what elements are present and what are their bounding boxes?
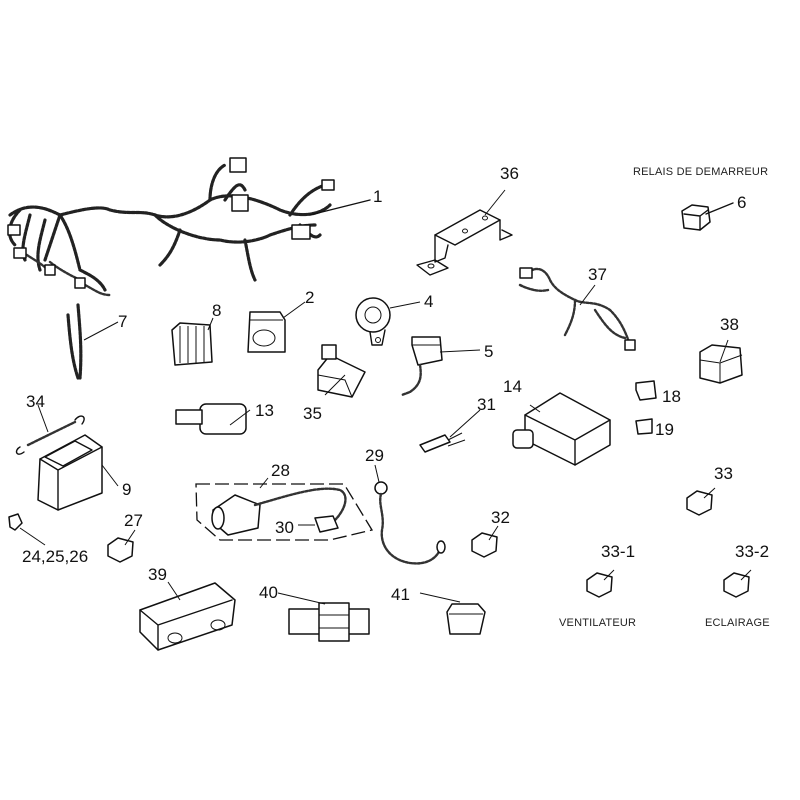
ecu-part-14 (512, 392, 611, 466)
cables-part-7 (66, 303, 119, 380)
module-part-2 (247, 301, 306, 353)
callout-37: 37 (588, 265, 607, 284)
sub-harness-part-37 (518, 267, 636, 351)
callout-24-25-26: 24,25,26 (22, 547, 89, 566)
fuse-link-part-34 (15, 404, 85, 455)
starter-cable-terminal-part-30 (298, 515, 339, 533)
callout-8: 8 (212, 301, 222, 320)
relay-part-32 (471, 525, 499, 558)
callout-13: 13 (255, 401, 274, 420)
callout-2: 2 (305, 288, 315, 307)
clip-part-19 (635, 418, 653, 435)
callout-33: 33 (714, 464, 733, 483)
sensor-lead-part-29 (374, 464, 446, 565)
horn-part-4 (355, 297, 421, 346)
callout-34: 34 (26, 392, 45, 411)
callout-7: 7 (118, 312, 128, 331)
relay-part-33 (686, 487, 716, 516)
callout-18: 18 (662, 387, 681, 406)
sensor-probe-part-31 (419, 409, 481, 453)
sensor-part-5 (400, 336, 481, 397)
callout-14: 14 (503, 377, 522, 396)
relay-part-38 (699, 339, 743, 384)
fuse-box-part-39 (139, 581, 236, 651)
callout-9: 9 (122, 480, 132, 499)
fuse-holder-part-24 (8, 513, 46, 546)
callout-40: 40 (259, 583, 278, 602)
callout-41: 41 (391, 585, 410, 604)
caption-lighting: ECLAIRAGE (705, 617, 770, 629)
clip-part-18 (635, 380, 657, 401)
callout-5: 5 (484, 342, 494, 361)
callout-1: 1 (373, 187, 383, 206)
callout-36: 36 (500, 164, 519, 183)
cap-part-41 (419, 592, 486, 635)
starter-motor-part-28 (195, 477, 374, 541)
battery-part-9 (37, 434, 119, 511)
callout-31: 31 (477, 395, 496, 414)
relay-part-27 (107, 529, 136, 563)
callout-6: 6 (737, 193, 747, 212)
starter-relay-part-6 (681, 202, 734, 231)
callout-38: 38 (720, 315, 739, 334)
bracket-part-36 (416, 189, 513, 276)
caption-starter-relay: RELAIS DE DEMARREUR (633, 166, 769, 178)
callout-35: 35 (303, 404, 322, 423)
coupler-part-40 (277, 592, 370, 642)
callout-28: 28 (271, 461, 290, 480)
caption-fan: VENTILATEUR (559, 617, 637, 629)
callout-30: 30 (275, 518, 294, 537)
relay-part-33-2 (723, 569, 752, 598)
relay-box-part-35 (317, 344, 366, 398)
callout-27: 27 (124, 511, 143, 530)
callout-33-2: 33-2 (735, 542, 770, 561)
main-wiring-harness-part-1 (7, 157, 371, 297)
callout-32: 32 (491, 508, 510, 527)
callout-4: 4 (424, 292, 434, 311)
callout-29: 29 (365, 446, 384, 465)
callout-33-1: 33-1 (601, 542, 636, 561)
callout-19: 19 (655, 420, 674, 439)
regulator-part-8 (171, 317, 214, 366)
relay-part-33-1 (586, 569, 615, 598)
callout-39: 39 (148, 565, 167, 584)
ignition-coil-part-13 (175, 403, 251, 435)
